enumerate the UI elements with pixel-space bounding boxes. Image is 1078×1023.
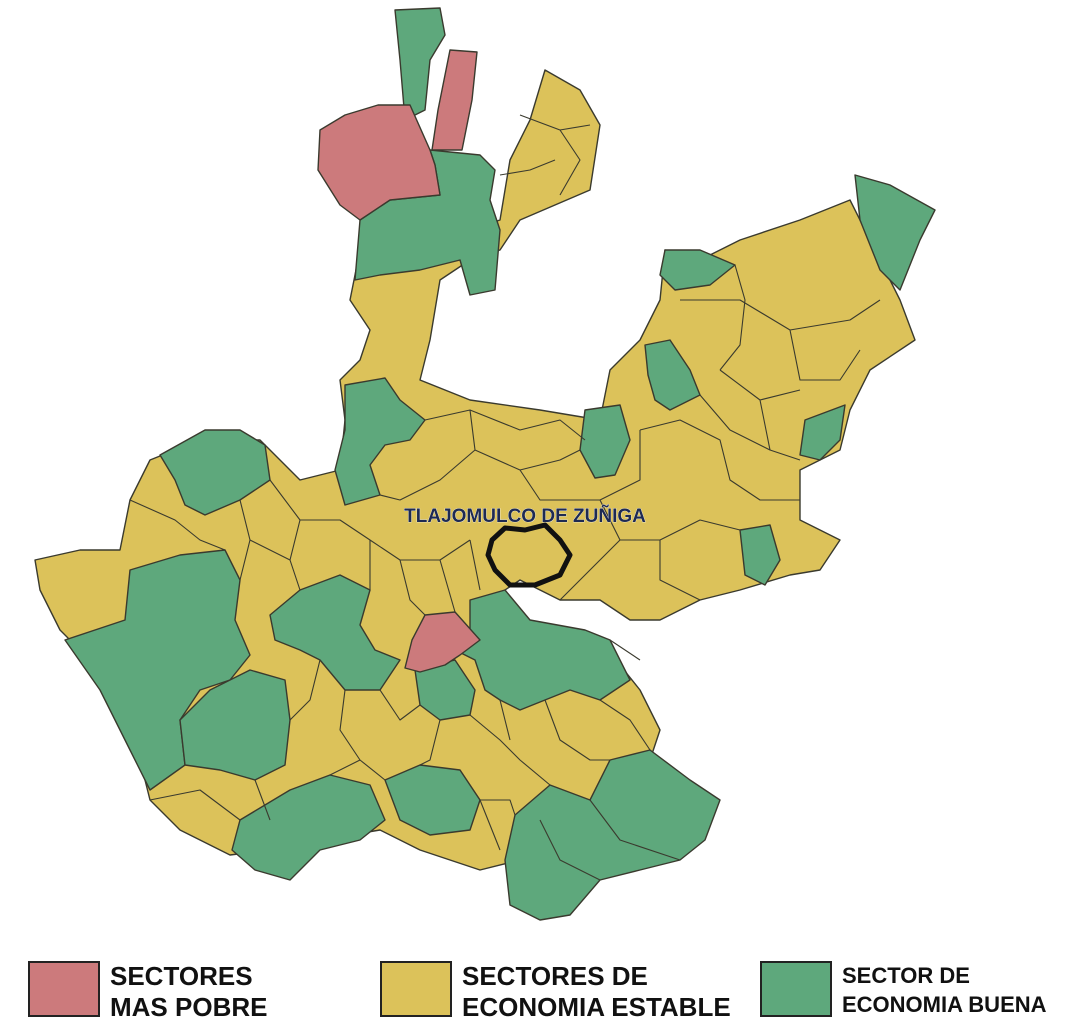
municipal-boundaries bbox=[379, 409, 741, 601]
legend-item-stable: SECTORES DE ECONOMIA ESTABLE bbox=[380, 961, 731, 1023]
region-good bbox=[454, 589, 631, 711]
region-good bbox=[799, 404, 846, 461]
legend-label-line: SECTOR DE bbox=[842, 963, 970, 988]
legend-item-good: SECTOR DE ECONOMIA BUENA bbox=[760, 961, 1047, 1019]
region-good bbox=[659, 249, 736, 291]
region-good bbox=[159, 429, 271, 516]
region-poor bbox=[317, 104, 441, 221]
tlajomulco-label: TLAJOMULCO DE ZUÑIGA bbox=[404, 505, 646, 527]
region-good bbox=[854, 174, 936, 291]
region-good bbox=[394, 7, 446, 121]
region-good bbox=[179, 669, 291, 781]
legend-label-line: SECTORES bbox=[110, 961, 253, 991]
legend-swatch-poor bbox=[28, 961, 100, 1017]
legend-swatch-stable bbox=[380, 961, 452, 1017]
legend-label-line: ECONOMIA BUENA bbox=[842, 992, 1047, 1017]
tlajomulco-outline bbox=[485, 522, 573, 588]
legend-label-stable: SECTORES DE ECONOMIA ESTABLE bbox=[462, 961, 731, 1023]
legend-label-poor: SECTORES MAS POBRE bbox=[110, 961, 267, 1023]
region-good bbox=[504, 749, 721, 921]
jalisco-map: TLAJOMULCO DE ZUÑIGA bbox=[34, 7, 936, 921]
legend-label-line: ECONOMIA ESTABLE bbox=[462, 992, 731, 1022]
municipal-boundaries bbox=[539, 639, 681, 881]
municipal-boundaries bbox=[639, 264, 881, 501]
region-good bbox=[384, 764, 481, 836]
region-good bbox=[231, 774, 386, 881]
legend-item-poor: SECTORES MAS POBRE bbox=[28, 961, 267, 1023]
municipal-boundaries bbox=[149, 769, 516, 851]
region-good bbox=[739, 524, 781, 586]
legend-label-good: SECTOR DE ECONOMIA BUENA bbox=[842, 961, 1047, 1019]
municipal-boundaries bbox=[289, 659, 651, 786]
municipal-boundaries bbox=[129, 499, 291, 581]
region-good bbox=[644, 339, 701, 411]
legend-label-line: MAS POBRE bbox=[110, 992, 268, 1022]
map-legend: SECTORES MAS POBRE SECTORES DE ECONOMIA … bbox=[0, 955, 1078, 1023]
legend-swatch-good bbox=[760, 961, 832, 1017]
region-good bbox=[334, 377, 426, 506]
legend-label-line: SECTORES DE bbox=[462, 961, 648, 991]
region-poor bbox=[404, 611, 481, 673]
region-poor bbox=[431, 49, 478, 151]
municipal-boundaries bbox=[499, 114, 591, 196]
